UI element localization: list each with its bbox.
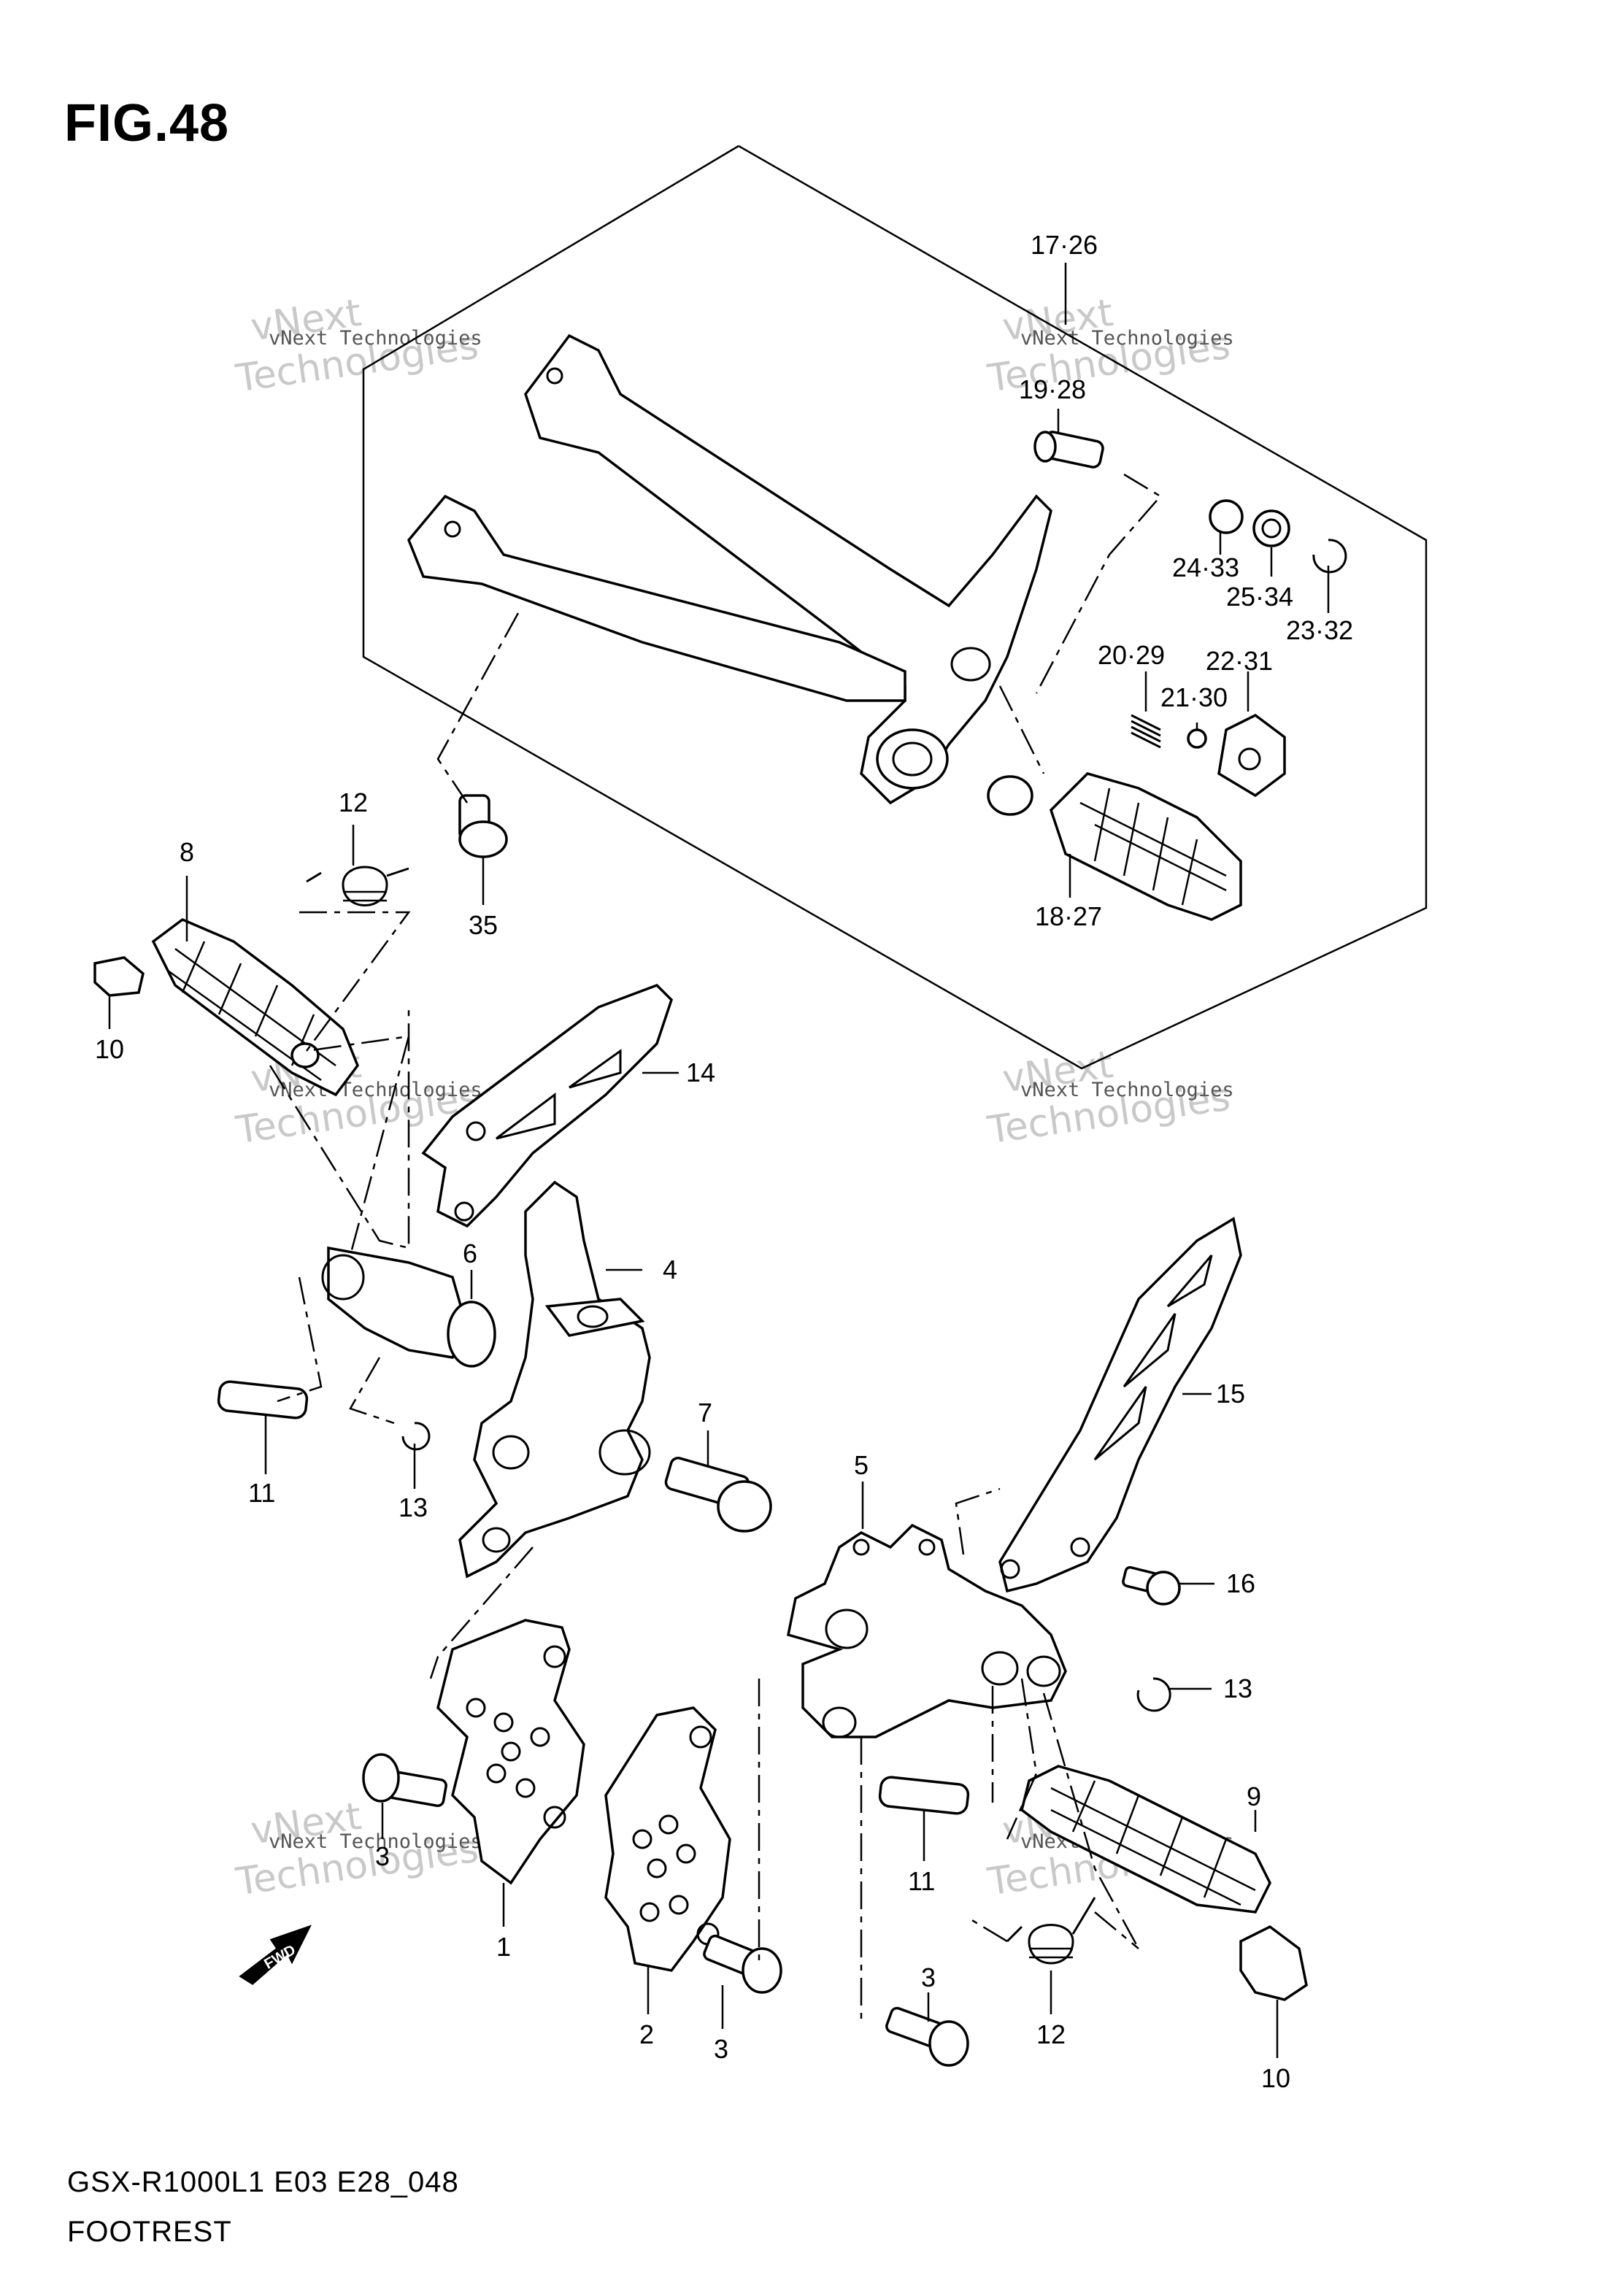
exploded-path-peg	[998, 685, 1045, 774]
callout-18-27: 18·27	[1035, 901, 1102, 931]
exploded-path-right-heel	[955, 1487, 1001, 1555]
callout-14: 14	[686, 1058, 715, 1087]
rear-detent-ball[interactable]	[1187, 728, 1207, 749]
callout-13-left: 13	[398, 1492, 428, 1522]
heel-guard-left[interactable]	[421, 983, 674, 1228]
rear-washer-ring[interactable]	[1209, 499, 1244, 534]
exploded-path-left-plate	[429, 1546, 534, 1679]
callout-1: 1	[496, 1932, 511, 1962]
plate-bolt-3[interactable]	[885, 2006, 969, 2067]
front-bracket-right[interactable]	[786, 1523, 1067, 1738]
callout-15: 15	[1216, 1379, 1245, 1409]
callout-12-left: 12	[339, 787, 368, 817]
model-code: GSX-R1000L1 E03 E28_048	[67, 2166, 459, 2198]
rear-footpeg[interactable]	[987, 772, 1242, 921]
callout-7: 7	[698, 1398, 712, 1428]
exploded-path-right-spring-arms	[970, 1911, 1139, 1949]
callout-24-33: 24·33	[1172, 552, 1239, 582]
washer-hole	[1261, 518, 1282, 539]
rear-detent-spring[interactable]	[1131, 714, 1161, 749]
callout-9: 9	[1247, 1781, 1261, 1811]
plate-bolt-2[interactable]	[703, 1934, 782, 1994]
plate-bolt-1[interactable]	[362, 1753, 447, 1808]
watermark-company: vNext Technologies	[269, 1830, 482, 1853]
forward-direction-arrow: FWD	[239, 1925, 312, 1985]
callout-2: 2	[639, 2019, 654, 2049]
callout-4: 4	[663, 1255, 677, 1284]
watermark-company: vNext Technologies	[1020, 1079, 1234, 1101]
callout-3-left: 3	[375, 1841, 390, 1871]
front-mount-plate-1[interactable]	[436, 1619, 585, 1885]
front-bracket-bolt[interactable]	[664, 1456, 772, 1533]
front-footpeg-left[interactable]	[151, 917, 359, 1097]
rear-bracket-bolt[interactable]	[458, 794, 508, 858]
exploded-path-left-clip	[349, 1357, 395, 1425]
callout-35: 35	[469, 910, 498, 940]
watermark-company: vNext Technologies	[1020, 327, 1234, 350]
front-spring-left[interactable]	[306, 866, 409, 906]
callout-23-32: 23·32	[1286, 615, 1353, 645]
figure-name: FOOTREST	[67, 2216, 232, 2248]
front-footpeg-right[interactable]	[1020, 1765, 1271, 1914]
callout-10-left: 10	[95, 1034, 124, 1064]
exploded-path-35	[436, 612, 520, 804]
callout-16: 16	[1226, 1568, 1255, 1598]
front-peg-pin-right[interactable]	[878, 1776, 970, 1815]
watermark-company: vNext Technologies	[269, 1079, 482, 1101]
callout-25-34: 25·34	[1226, 582, 1293, 612]
callout-11-left: 11	[248, 1478, 275, 1508]
heel-guard-right[interactable]	[998, 1217, 1242, 1593]
callout-11-right: 11	[908, 1866, 935, 1896]
plate-hole	[1238, 747, 1261, 771]
exploded-path-pin	[1035, 473, 1162, 694]
exploded-path-right-spring	[1042, 1692, 1140, 1949]
rear-detent-plate[interactable]	[1217, 713, 1286, 798]
callout-10-right: 10	[1261, 2063, 1290, 2093]
front-e-clip-right[interactable]	[1136, 1677, 1171, 1712]
callout-12-right: 12	[1036, 2019, 1066, 2049]
exploded-path-left-peg	[299, 911, 411, 1256]
callout-21-30: 21·30	[1160, 682, 1228, 712]
exploded-path-left-pin	[277, 1276, 323, 1403]
exploded-path-left-pivot	[269, 1007, 410, 1249]
front-e-clip-left[interactable]	[401, 1422, 431, 1451]
front-spring-right[interactable]	[1006, 1897, 1096, 1965]
front-peg-rubber-right[interactable]	[1239, 1925, 1308, 2001]
callout-3-mid: 3	[714, 2034, 728, 2064]
front-mount-plate-2[interactable]	[604, 1706, 731, 1972]
heel-guard-screw-right[interactable]	[1122, 1565, 1181, 1606]
front-bracket-left[interactable]	[458, 1180, 651, 1579]
rear-pivot-pin[interactable]	[1033, 431, 1104, 469]
figure-title: FIG.48	[64, 94, 230, 153]
front-peg-pin-left[interactable]	[217, 1380, 309, 1419]
front-peg-pivot-left[interactable]	[321, 1246, 496, 1368]
rear-washer[interactable]	[1252, 509, 1290, 547]
front-peg-rubber-left[interactable]	[93, 956, 145, 997]
callout-6: 6	[463, 1238, 477, 1268]
callout-17-26: 17·26	[1031, 230, 1098, 260]
callout-5: 5	[854, 1450, 869, 1480]
watermark-company: vNext Technologies	[269, 327, 482, 350]
rear-e-clip[interactable]	[1312, 539, 1347, 574]
callout-3-right: 3	[921, 1962, 936, 1992]
rear-footrest-bracket[interactable]	[407, 334, 1052, 805]
callout-8: 8	[180, 837, 194, 867]
callout-20-29: 20·29	[1098, 640, 1165, 670]
rear-assembly-boundary	[362, 145, 1428, 1070]
callout-19-28: 19·28	[1019, 374, 1086, 404]
callout-22-31: 22·31	[1206, 646, 1273, 676]
callout-13-right: 13	[1223, 1673, 1252, 1703]
